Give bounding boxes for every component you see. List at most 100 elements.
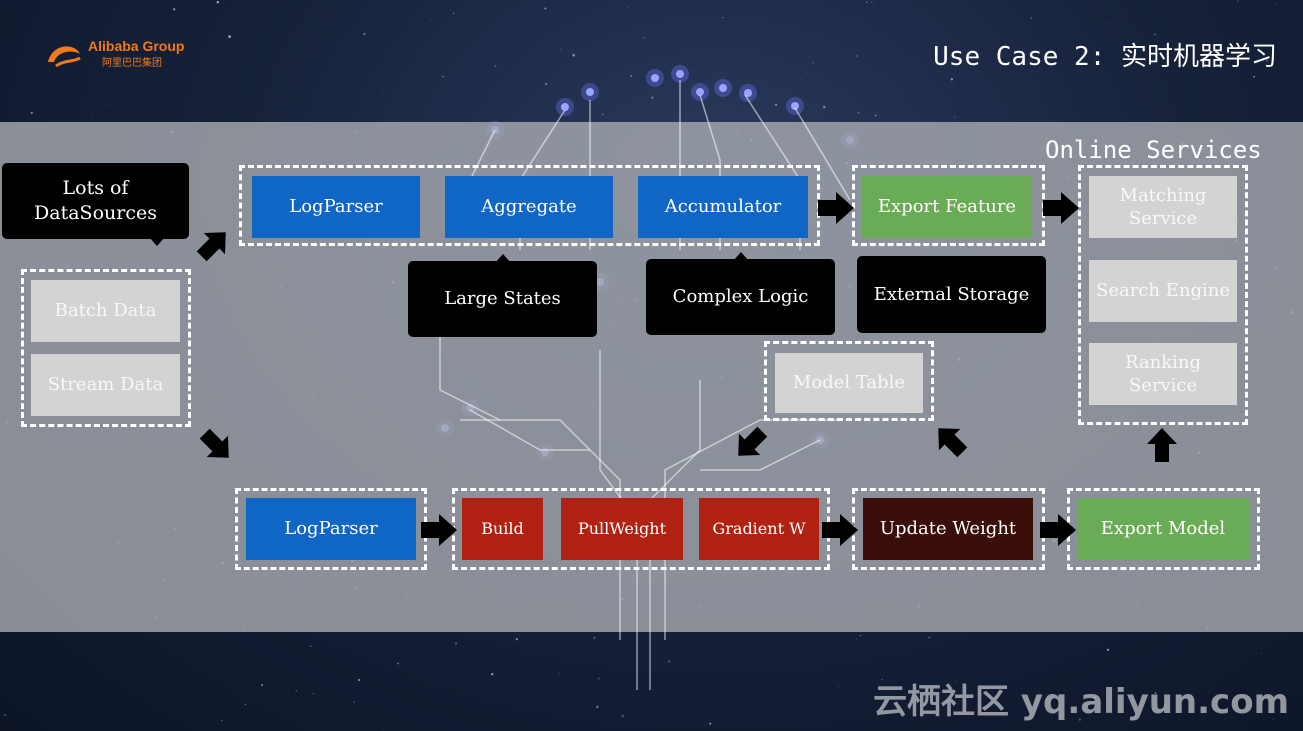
star xyxy=(353,701,356,703)
matching-service-box: Matching Service xyxy=(1089,176,1237,238)
update-weight-box: Update Weight xyxy=(863,498,1033,560)
aggregate-box: Aggregate xyxy=(445,176,613,238)
accumulator-box: Accumulator xyxy=(638,176,808,238)
complex-logic-callout: Complex Logic xyxy=(646,252,835,335)
star xyxy=(1153,33,1156,36)
star xyxy=(91,117,93,119)
star xyxy=(1029,99,1031,101)
star xyxy=(1154,692,1157,694)
star xyxy=(950,78,954,81)
star xyxy=(3,714,6,717)
star xyxy=(358,679,360,681)
star xyxy=(397,662,399,665)
glow-node-core xyxy=(561,103,569,111)
star xyxy=(857,111,860,114)
star xyxy=(1106,22,1108,24)
star xyxy=(173,8,176,11)
alibaba-logo-icon xyxy=(48,46,81,68)
star xyxy=(515,638,518,641)
star xyxy=(295,690,297,692)
online-services-title: Online Services xyxy=(1045,136,1262,164)
star xyxy=(559,672,561,674)
arrow-model-to-pullweight xyxy=(738,426,768,456)
star xyxy=(593,636,596,639)
star xyxy=(100,643,101,645)
page-title: Use Case 2: 实时机器学习 xyxy=(933,42,1277,72)
star xyxy=(687,689,689,690)
star xyxy=(1237,0,1239,2)
star xyxy=(1272,718,1274,720)
star xyxy=(806,103,808,105)
star xyxy=(621,714,625,718)
star xyxy=(106,104,107,106)
star xyxy=(1078,718,1081,721)
glow-node-core xyxy=(651,74,659,82)
star xyxy=(721,16,724,19)
star xyxy=(219,26,221,28)
external-storage-callout: External Storage xyxy=(857,256,1046,333)
star xyxy=(216,0,220,4)
star xyxy=(865,1,868,4)
star xyxy=(221,719,223,722)
sources-group xyxy=(21,269,191,427)
star xyxy=(928,636,930,639)
star xyxy=(453,12,455,14)
logo-cn-text: 阿里巴巴集团 xyxy=(102,58,162,69)
star xyxy=(244,703,246,705)
star xyxy=(859,635,861,637)
star xyxy=(1253,75,1255,78)
star xyxy=(572,53,576,57)
star xyxy=(823,105,826,109)
arrow-export-model-up xyxy=(1147,428,1177,462)
star xyxy=(491,673,494,676)
arrow-update-to-export-model xyxy=(1040,514,1076,546)
model-table-box: Model Table xyxy=(775,353,923,413)
star xyxy=(856,638,858,640)
star xyxy=(630,75,632,77)
star xyxy=(98,79,100,81)
star xyxy=(559,48,561,50)
arrow-export-to-online xyxy=(1043,192,1079,224)
star xyxy=(812,62,814,64)
star xyxy=(228,35,231,38)
star xyxy=(1106,648,1110,651)
star xyxy=(1260,652,1263,654)
ranking-service-box: Ranking Service xyxy=(1089,343,1237,405)
watermark: 云栖社区 yq.aliyun.com xyxy=(873,682,1289,722)
star xyxy=(874,114,877,117)
star xyxy=(806,72,808,74)
star xyxy=(544,7,547,10)
star xyxy=(917,10,919,12)
glow-node-core xyxy=(791,102,799,110)
star xyxy=(310,645,312,648)
pullweight-box: PullWeight xyxy=(561,498,683,560)
arrow-gradient-to-update xyxy=(822,514,858,546)
star xyxy=(347,698,348,700)
star xyxy=(383,729,385,731)
star xyxy=(602,113,604,116)
star xyxy=(881,678,883,680)
large-states-callout: Large States xyxy=(408,254,597,337)
glow-node-core xyxy=(719,84,727,92)
star xyxy=(852,5,854,6)
star xyxy=(855,55,858,57)
star xyxy=(363,32,366,36)
arrow-sources-to-top xyxy=(196,232,226,262)
gradient-box: Gradient W xyxy=(699,498,819,560)
glow-node-core xyxy=(676,70,684,78)
star xyxy=(596,705,599,709)
alibaba-logo: Alibaba Group 阿里巴巴集团 xyxy=(44,38,224,72)
star xyxy=(838,686,839,687)
star xyxy=(545,83,548,85)
export-feature-box: Export Feature xyxy=(862,176,1032,238)
stream-data-box: Stream Data xyxy=(31,354,180,416)
star xyxy=(709,722,712,725)
star xyxy=(312,692,314,695)
star xyxy=(954,116,956,118)
logparser-box-top: LogParser xyxy=(252,176,420,238)
star xyxy=(871,1,873,3)
star xyxy=(1147,94,1149,95)
star xyxy=(775,103,778,106)
star xyxy=(30,111,33,114)
